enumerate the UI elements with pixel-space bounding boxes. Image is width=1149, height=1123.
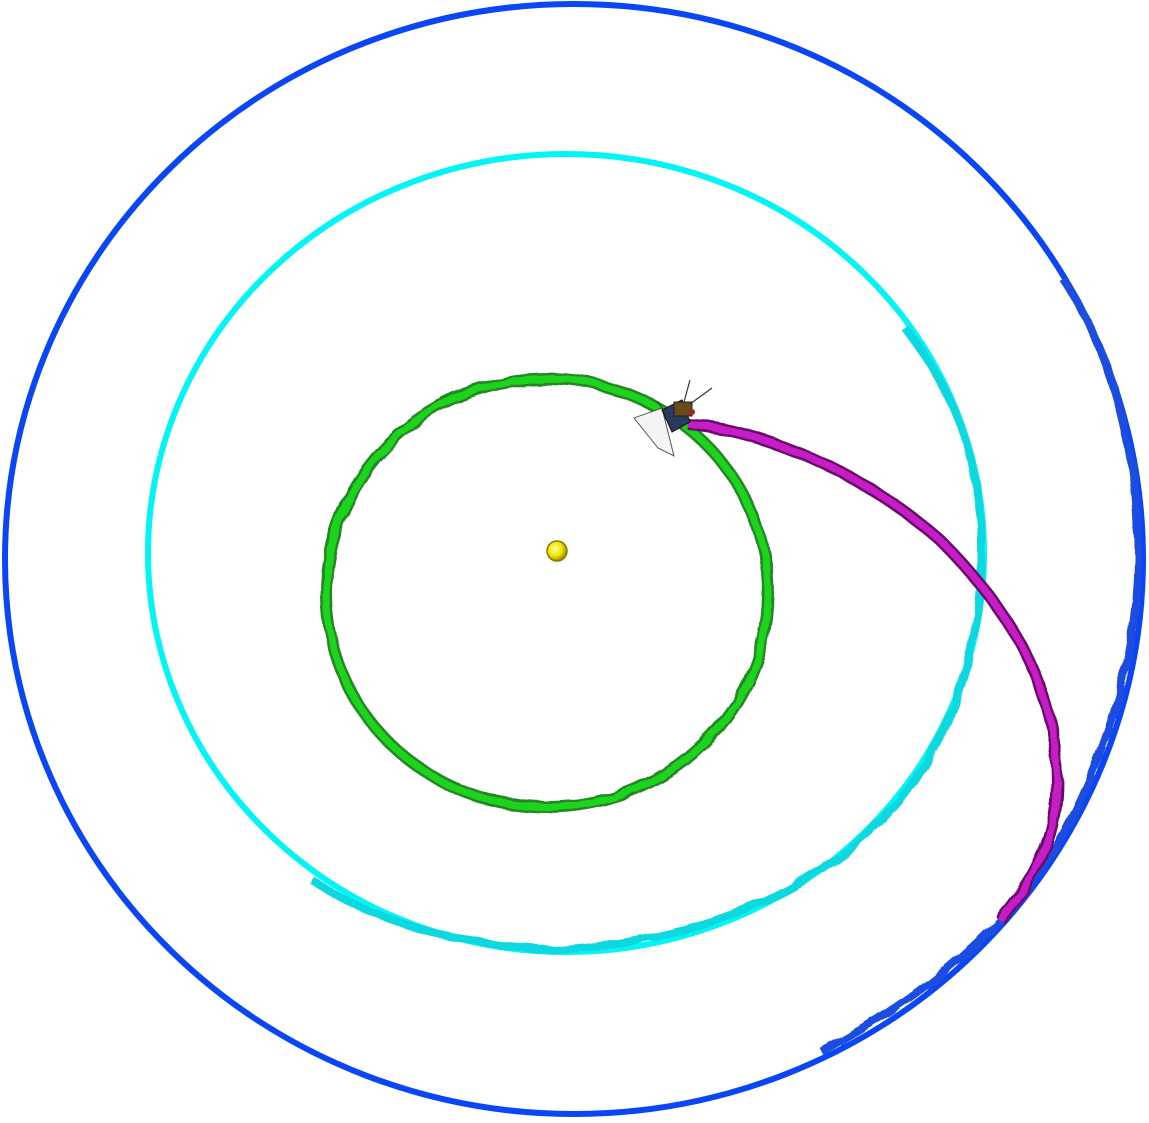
sun-icon [546,540,568,562]
outer-orbit-rough-segment [820,277,1143,1056]
middle-orbit-rough-segment [309,325,987,955]
inner-orbit [322,375,772,811]
transfer-trajectory [687,420,1061,923]
spacecraft-icon [633,379,713,457]
